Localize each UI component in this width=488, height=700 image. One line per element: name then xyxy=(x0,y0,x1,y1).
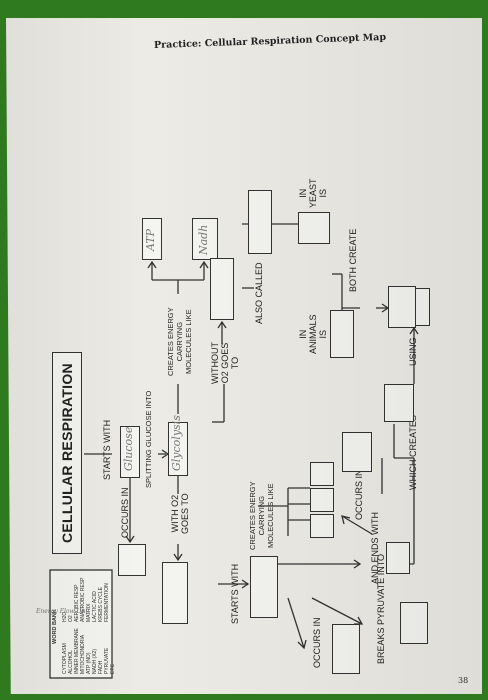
word-bank-item: ALCOHOL xyxy=(68,650,74,674)
word-bank-item: ANAEROBIC RESP xyxy=(80,577,86,622)
label-mid-creates: CREATES ENERGY CARRYING MOLECULES LIKE xyxy=(248,481,275,550)
label-mid-creates-line3: MOLECULES LIKE xyxy=(266,483,275,548)
atp-box: ATP xyxy=(142,218,162,260)
answer-box-lactic xyxy=(330,310,354,358)
word-bank-item: FADH xyxy=(98,660,104,674)
word-bank-item: CYTOPLASM xyxy=(62,643,68,674)
label-without-o2-line3: TO xyxy=(230,356,240,370)
label-occurs-in-mid: OCCURS IN xyxy=(312,617,322,668)
answer-box-both xyxy=(388,286,416,328)
answer-box-mid-1 xyxy=(310,514,334,538)
word-bank-item: MITOCHONDRIA xyxy=(80,634,86,674)
word-bank-item: FERMENTATION xyxy=(104,583,110,622)
label-mid-creates-line1: CREATES ENERGY xyxy=(248,481,257,550)
glucose-box: Glucose xyxy=(120,426,140,478)
answer-box-fermentation xyxy=(248,190,272,254)
answer-box-matrix xyxy=(332,624,360,674)
footer-note: Energy Flow Unit xyxy=(36,608,90,615)
main-title: CELLULAR RESPIRATION xyxy=(52,352,82,554)
worksheet-page: Practice: Cellular Respiration Concept M… xyxy=(6,18,482,694)
word-bank-item: LACTIC ACID xyxy=(92,591,98,622)
label-in-yeast-line2: YEAST xyxy=(308,178,318,208)
answer-box-anaerobic xyxy=(210,258,234,320)
word-bank-item: NADH (X2) xyxy=(92,648,98,674)
glucose-answer: Glucose xyxy=(122,426,135,471)
label-breaks-pyruvate: BREAKS PYRUVATE INTO xyxy=(376,553,386,664)
label-and-ends-with: AND ENDS WITH xyxy=(370,512,380,584)
answer-box-using xyxy=(400,288,430,326)
word-bank-col1: CYTOPLASM ALCOHOL INNER MEMBRANE MITOCHO… xyxy=(62,628,116,674)
concept-map: WORD BANK CYTOPLASM ALCOHOL INNER MEMBRA… xyxy=(42,64,446,684)
label-occurs-in: OCCURS IN xyxy=(120,487,130,538)
label-without-o2-line2: O2 GOES xyxy=(220,342,230,384)
label-mid-creates-line2: CARRYING xyxy=(257,495,266,536)
label-starts-with-mid: STARTS WITH xyxy=(230,563,240,624)
word-bank-item: MATRIX xyxy=(86,603,92,622)
word-bank-item: PYRUVATE xyxy=(104,647,110,674)
label-in-animals-line2: ANIMALS xyxy=(308,314,318,354)
label-with-o2-line1: WITH O2 xyxy=(170,494,180,533)
answer-box-mid-3 xyxy=(310,462,334,486)
label-creates-energy-line2: CARRYING xyxy=(175,321,184,362)
word-bank-title: WORD BANK xyxy=(52,609,58,644)
answer-box-etc xyxy=(342,432,372,472)
label-splitting: SPLITTING GLUCOSE INTO xyxy=(144,390,153,488)
label-also-called: ALSO CALLED xyxy=(254,262,264,324)
word-bank-item: INNER MEMBRANE xyxy=(74,628,80,674)
nadh-answer: Nadh xyxy=(197,224,210,255)
label-both-create: BOTH CREATE xyxy=(348,228,358,292)
nadh-box: Nadh xyxy=(192,218,218,260)
label-creates-energy-line3: MOLECULES LIKE xyxy=(184,309,193,374)
label-in-animals-line1: IN xyxy=(298,329,308,339)
answer-box-mid-2 xyxy=(310,488,334,512)
atp-answer: ATP xyxy=(144,228,157,251)
answer-box-cytoplasm xyxy=(118,544,146,576)
glycolysis-box: Glycolysis xyxy=(168,415,188,476)
answer-box-which xyxy=(384,384,414,422)
word-bank-item: KREBS CYCLE xyxy=(98,586,104,622)
label-without-o2: WITHOUT O2 GOES TO xyxy=(210,342,240,384)
word-bank-item: ATP (NO) xyxy=(86,652,92,674)
word-bank-item: ETC xyxy=(110,664,116,674)
label-in-yeast-line3: IS xyxy=(318,188,328,198)
word-bank-item: H2O xyxy=(62,611,68,622)
label-with-o2-line2: GOES TO xyxy=(180,493,190,534)
answer-box-aerobic xyxy=(162,562,188,624)
label-creates-energy-line1: CREATES ENERGY xyxy=(166,307,175,376)
word-bank-item: AEROBIC RESP xyxy=(74,584,80,622)
label-without-o2-line1: WITHOUT xyxy=(210,342,220,384)
label-occurs-in-low: OCCURS IN xyxy=(354,469,364,520)
label-starts-with: STARTS WITH xyxy=(102,419,112,480)
answer-box-pyruvate xyxy=(400,602,428,644)
glycolysis-answer: Glycolysis xyxy=(170,415,183,471)
answer-box-end xyxy=(386,542,410,574)
label-in-animals: IN ANIMALS IS xyxy=(298,314,328,354)
page-number: 38 xyxy=(458,676,469,685)
answer-box-krebs xyxy=(250,556,278,618)
label-with-o2: WITH O2 GOES TO xyxy=(170,493,190,534)
word-bank-col2: H2O O2 AEROBIC RESP ANAEROBIC RESP MATRI… xyxy=(62,578,110,622)
connector-lines xyxy=(49,223,419,679)
label-creates-energy: CREATES ENERGY CARRYING MOLECULES LIKE xyxy=(166,307,193,376)
label-in-animals-line3: IS xyxy=(318,329,328,339)
word-bank-item: O2 xyxy=(68,615,74,622)
answer-box-alcohol xyxy=(298,212,330,244)
label-which-creates: WHICH CREATES xyxy=(408,415,418,490)
label-in-yeast: IN YEAST IS xyxy=(298,178,328,208)
label-using: USING xyxy=(408,337,418,366)
practice-title: Practice: Cellular Respiration Concept M… xyxy=(153,31,387,52)
label-in-yeast-line1: IN xyxy=(298,188,308,198)
